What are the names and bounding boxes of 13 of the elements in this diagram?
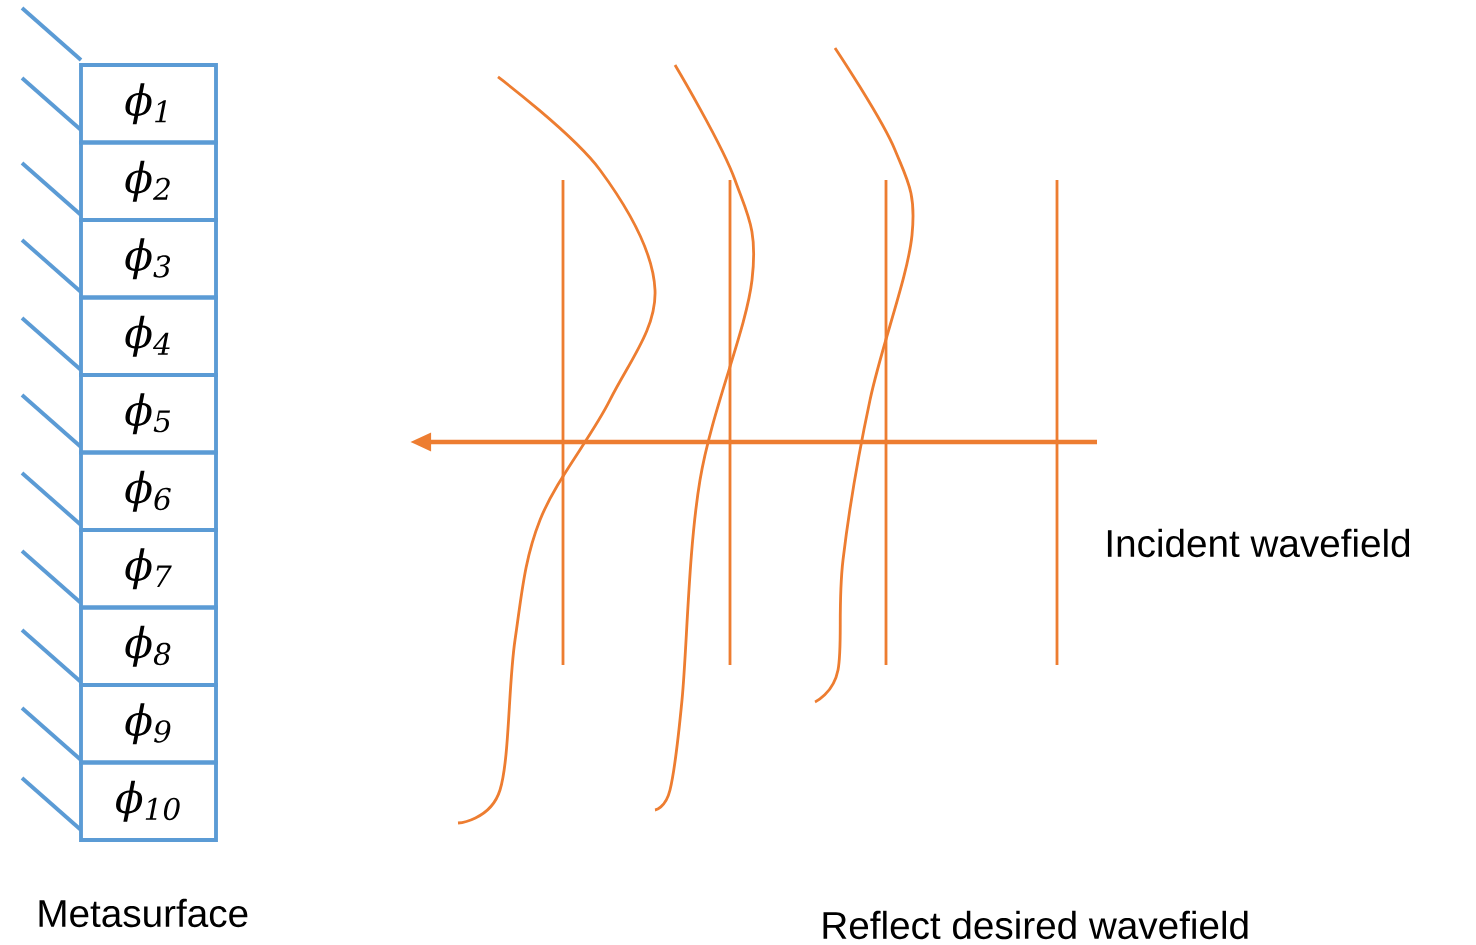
phase-cell: ϕ$_{1}$ — [79, 63, 218, 145]
text-label: Reflect desired wavefield — [823, 910, 1248, 940]
phase-cell: ϕ$_{10}$ — [79, 760, 218, 842]
phase-cell: ϕ$_{8}$ — [79, 605, 218, 687]
text-label: Incident wavefield — [1107, 528, 1410, 558]
phase-cell: ϕ$_{3}$ — [79, 218, 218, 300]
phase-cell: ϕ$_{7}$ — [79, 528, 218, 610]
phase-cell: ϕ$_{9}$ — [79, 683, 218, 765]
phase-cell: ϕ$_{5}$ — [79, 373, 218, 455]
phase-cell: ϕ$_{4}$ — [79, 295, 218, 377]
text-label: Metasurface — [39, 898, 248, 928]
phase-cell: ϕ$_{2}$ — [79, 140, 218, 222]
phase-cell: ϕ$_{6}$ — [79, 450, 218, 532]
